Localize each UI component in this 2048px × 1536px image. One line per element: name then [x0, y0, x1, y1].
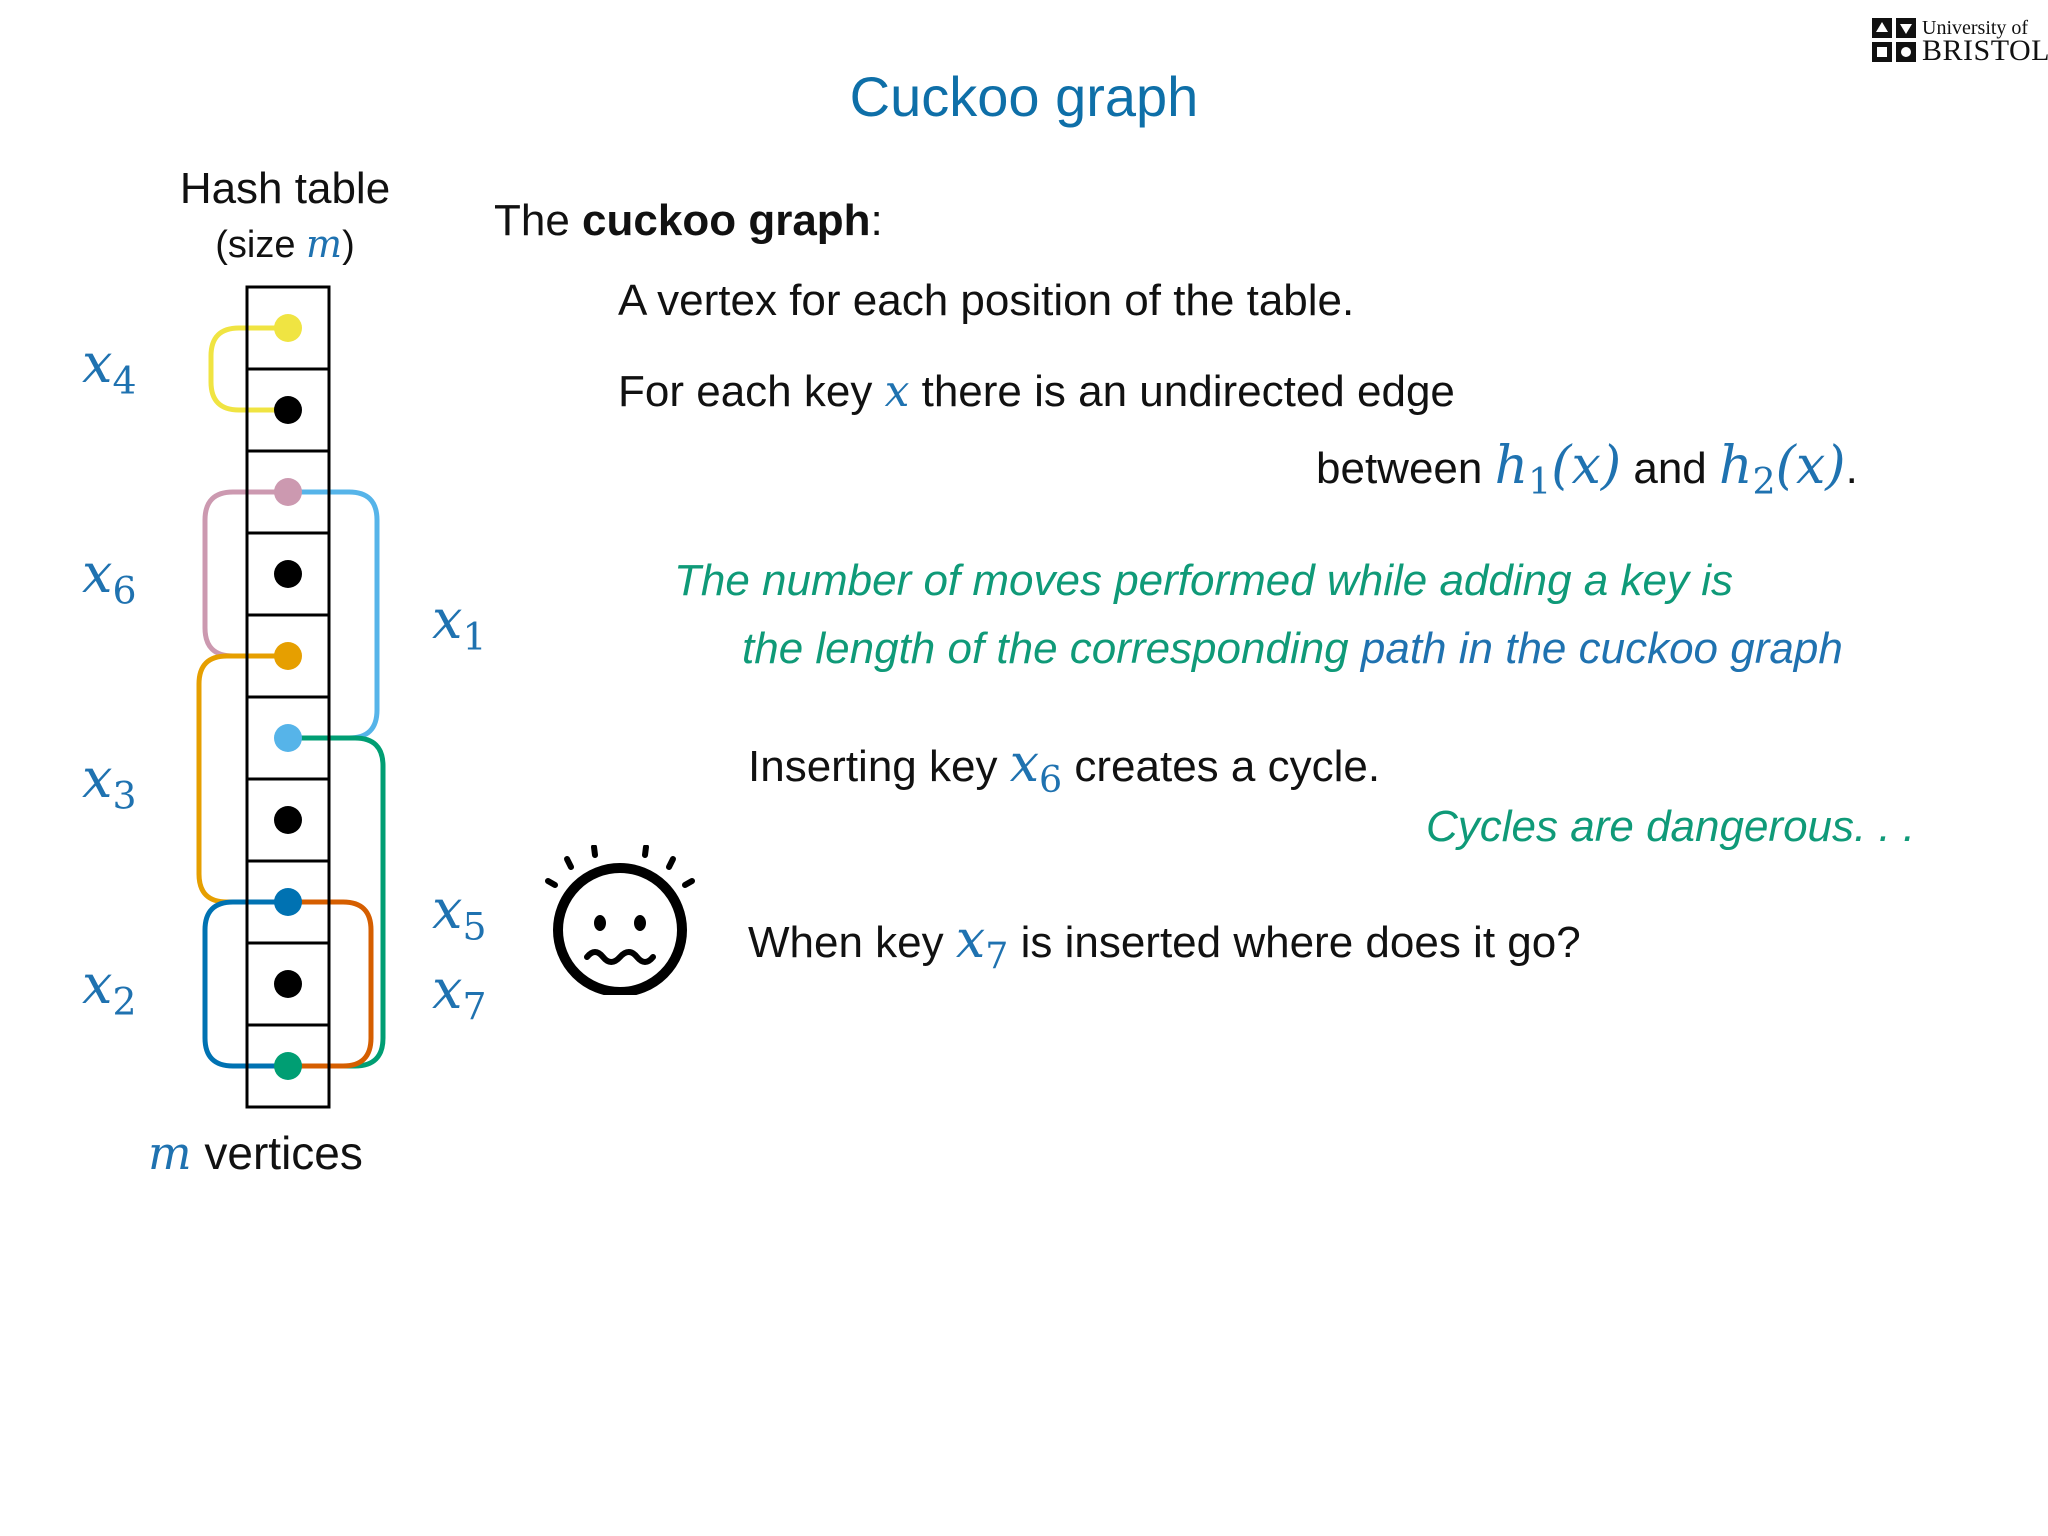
vertex-dot — [274, 888, 302, 916]
edges-group — [196, 325, 386, 1069]
insert-x7-question: When key x7 is inserted where does it go… — [748, 910, 1581, 977]
footer-text: vertices — [204, 1127, 363, 1179]
vertex-dot — [274, 1052, 302, 1080]
table-footer: m vertices — [148, 1126, 363, 1180]
vertex-dot — [274, 724, 302, 752]
hash-table — [245, 285, 331, 1109]
hash-table-heading: Hash table — [179, 164, 391, 213]
edge-x5 — [288, 735, 386, 1069]
edge-x2 — [202, 899, 288, 1069]
vertex-dot — [274, 560, 302, 588]
hash-table-size: (size m) — [160, 222, 410, 267]
edge-label-x2: x2 — [82, 953, 137, 1024]
size-var: m — [306, 222, 343, 266]
table-cell — [245, 1023, 331, 1109]
insert-x6-line: Inserting key x6 creates a cycle. — [748, 734, 1381, 801]
logo-crest-icon — [1872, 18, 1916, 62]
edge-label-x7: x7 — [432, 958, 487, 1029]
edge-label-x1: x1 — [432, 588, 487, 659]
vertex-definition: A vertex for each position of the table. — [618, 276, 1355, 325]
logo-line1: University of — [1922, 17, 2029, 39]
moves-note-line1: The number of moves performed while addi… — [674, 556, 1733, 605]
edge-label-x6: x6 — [82, 542, 137, 613]
footer-var: m — [148, 1126, 192, 1180]
edge-label-x4: x4 — [82, 332, 137, 403]
vertex-dot — [274, 314, 302, 342]
intro-line: The cuckoo graph: — [494, 196, 883, 245]
worried-face-icon — [545, 845, 695, 995]
size-suffix: ) — [342, 224, 355, 266]
size-prefix: (size — [215, 224, 307, 266]
vertex-dot — [274, 970, 302, 998]
university-logo: University of BRISTOL — [1870, 14, 2048, 66]
logo-line2: BRISTOL — [1922, 34, 2048, 67]
vertex-dot — [274, 396, 302, 424]
vertex-dot — [274, 478, 302, 506]
edge-x4 — [208, 325, 288, 413]
intro-bold: cuckoo graph — [582, 196, 871, 245]
vertex-dot — [274, 806, 302, 834]
edge-x3 — [196, 653, 288, 905]
moves-note-line2: the length of the corresponding path in … — [742, 624, 1843, 673]
vertices-group — [274, 314, 302, 1080]
edge-label-x3: x3 — [82, 747, 137, 818]
edge-label-x5: x5 — [432, 878, 487, 949]
vertex-dot — [274, 642, 302, 670]
edge-x7 — [288, 899, 374, 1069]
edge-definition-line2: between h1(x) and h2(x). — [1316, 436, 1858, 503]
slide-title: Cuckoo graph — [849, 65, 1199, 128]
danger-note: Cycles are dangerous. . . — [1426, 802, 1916, 851]
edge-definition-line1: For each key x there is an undirected ed… — [618, 366, 1455, 417]
